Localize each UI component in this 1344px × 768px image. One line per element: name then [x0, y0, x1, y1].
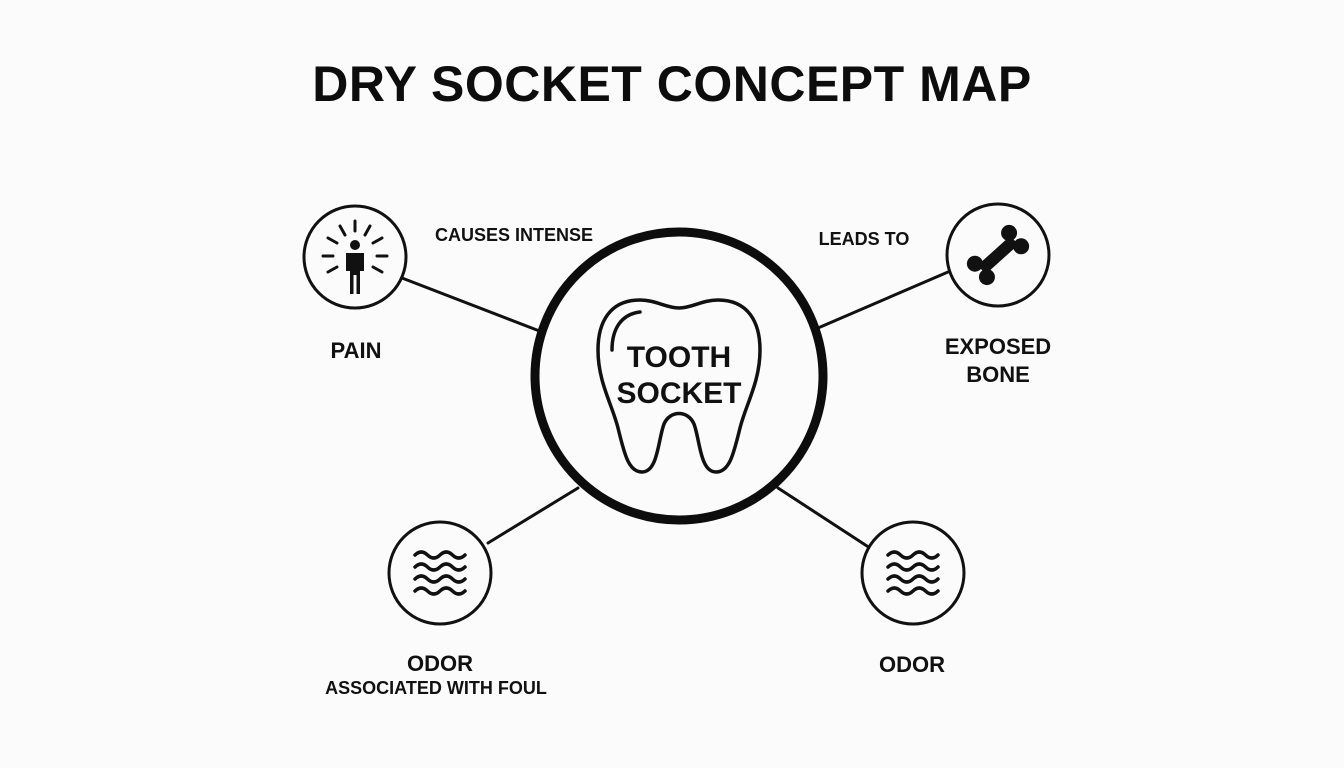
center-label: TOOTH SOCKET — [579, 340, 779, 412]
odor-left-label: ODOR — [407, 651, 473, 676]
bone-icon — [966, 224, 1030, 286]
edge-label-exposed-bone: LEADS TO — [818, 229, 910, 249]
center-label-line2: SOCKET — [616, 377, 742, 410]
exposed-bone-label-line2: BONE — [966, 362, 1030, 387]
person-pain-icon — [321, 219, 389, 294]
odor-right-label: ODOR — [879, 652, 945, 677]
odor-waves-icon — [886, 550, 940, 596]
connector-pain — [400, 276, 544, 334]
tooth-icon — [596, 298, 762, 474]
odor-waves-icon — [413, 550, 467, 596]
page-title: DRY SOCKET CONCEPT MAP — [312, 56, 1032, 112]
odor-left-node[interactable] — [387, 520, 493, 626]
pain-label: PAIN — [330, 338, 382, 363]
connector-odor-right — [776, 486, 872, 550]
connector-odor-left — [486, 486, 580, 545]
center-label-line1: TOOTH — [626, 341, 732, 374]
connector-exposed-bone — [816, 270, 950, 330]
odor-right-node[interactable] — [860, 520, 966, 626]
exposed-bone-label: EXPOSED BONE — [918, 333, 1078, 389]
odor-left-sublabel: ASSOCIATED WITH FOUL — [325, 678, 547, 698]
tooth-socket-node[interactable] — [530, 227, 828, 525]
exposed-bone-label-line1: EXPOSED — [944, 334, 1052, 359]
edge-label-pain: CAUSES INTENSE — [434, 225, 594, 245]
